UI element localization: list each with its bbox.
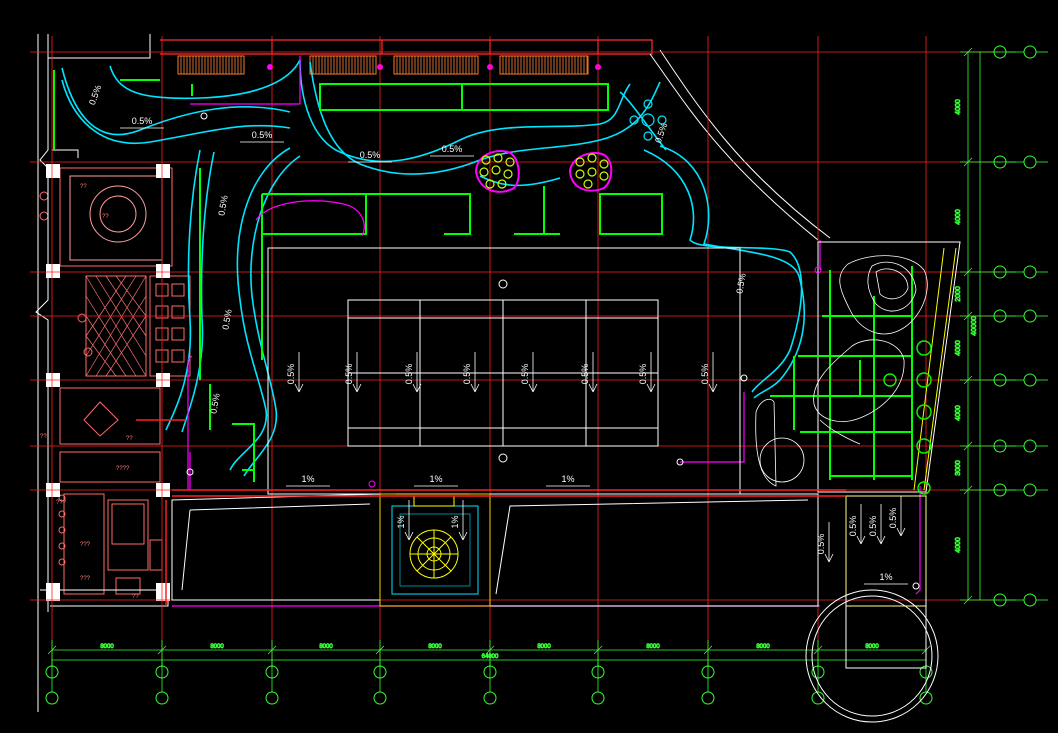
slope-label: 1%: [561, 474, 574, 484]
dimension-bottom-label: 8000: [865, 644, 879, 650]
dimension-right-label: 3000: [955, 460, 962, 476]
dimension-bottom-label: 8000: [537, 644, 551, 650]
axis-bubbles: [45, 45, 1048, 705]
dimension-bottom-label: 8000: [210, 644, 224, 650]
dimension-bottom-label: 8000: [100, 644, 114, 650]
pergola-slats: [180, 56, 588, 74]
slope-label: 0.5%: [344, 364, 354, 385]
shrub-circles: [883, 340, 932, 495]
garden-boulders: [755, 255, 928, 487]
slope-label: 0.5%: [360, 150, 381, 160]
slope-label: 0.5%: [220, 309, 233, 331]
room-mark: ???: [80, 542, 91, 548]
dimension-right-label: 4000: [955, 340, 962, 356]
slope-label: 0.5%: [868, 516, 878, 537]
axis-bubble: [373, 691, 387, 705]
table-set: [629, 99, 667, 141]
room-mark: ??: [40, 434, 47, 440]
axis-bubble: [591, 691, 605, 705]
dimension-bottom-total: 64000: [482, 654, 499, 660]
slope-label: 0.5%: [208, 393, 221, 415]
dimension-bottom-label: 8000: [428, 644, 442, 650]
slope-label: 0.5%: [462, 364, 472, 385]
dimension-right-total: 40000: [971, 316, 978, 336]
slope-arrow-head: [404, 531, 414, 541]
dimension-bottom-label: 8000: [646, 644, 660, 650]
slope-arrow-head: [458, 531, 468, 541]
room-mark: ??: [102, 214, 109, 220]
slope-arrow-head: [294, 383, 304, 393]
axis-bubble: [701, 691, 715, 705]
dimension-right-label: 4000: [955, 209, 962, 225]
slope-label: 0.5%: [286, 364, 296, 385]
slope-arrow-head: [588, 383, 598, 393]
fountain-court: [379, 493, 491, 607]
slope-label: 1%: [429, 474, 442, 484]
axis-bubble: [483, 691, 497, 705]
flower-cluster-left: [474, 150, 520, 193]
axis-bubble: [811, 691, 825, 705]
curved-boundary: [649, 49, 831, 241]
room-mark: ??: [132, 594, 139, 600]
slope-label: 0.5%: [442, 144, 463, 154]
room-mark: ???: [56, 500, 67, 506]
flower-cluster-right: [568, 152, 613, 192]
slope-label: 1%: [301, 474, 314, 484]
axis-bubble: [45, 691, 59, 705]
slope-arrow-head: [856, 535, 866, 545]
room-mark: ??: [126, 436, 133, 442]
dimension-chain-bottom: 8000 8000 8000 8000 8000 8000 8000 8000 64000: [47, 640, 931, 668]
slope-label: 1%: [450, 515, 460, 528]
dimension-right-label: 4000: [955, 537, 962, 553]
slope-label: 0.5%: [580, 364, 590, 385]
slope-label: 0.5%: [132, 116, 153, 126]
slope-label: 1%: [879, 572, 892, 582]
slope-arrow-head: [470, 383, 480, 393]
dimension-right-label: 2000: [955, 286, 962, 302]
slope-arrow-head: [876, 535, 886, 545]
slope-label: 0.5%: [816, 534, 826, 555]
paving-edges: [53, 70, 663, 482]
dimension-right-label: 4000: [955, 405, 962, 421]
room-mark: ????: [116, 466, 130, 472]
dimension-bottom-label: 8000: [319, 644, 333, 650]
slope-label: 0.5%: [252, 130, 273, 140]
room-marks: ???????????????????????: [40, 184, 139, 600]
slope-label: 1%: [396, 515, 406, 528]
axis-bubble: [155, 691, 169, 705]
slope-label: 0.5%: [216, 195, 229, 217]
slope-arrow-head: [646, 383, 656, 393]
slope-arrow-head: [896, 527, 906, 537]
slope-label: 0.5%: [520, 364, 530, 385]
room-mark: ??: [80, 184, 87, 190]
axis-bubble: [919, 691, 933, 705]
slope-arrow-head: [352, 383, 362, 393]
red-building-edge: [136, 419, 846, 606]
slope-label: 0.5%: [638, 364, 648, 385]
slope-arrow-head: [824, 553, 834, 563]
dimension-bottom-label: 8000: [756, 644, 770, 650]
slope-label: 0.5%: [734, 273, 747, 295]
round-pavilion: [805, 589, 939, 723]
dimension-right-label: 4000: [955, 99, 962, 115]
room-mark: ???: [80, 576, 91, 582]
slope-arrow-head: [708, 383, 718, 393]
stepping-grid: [770, 266, 913, 480]
slope-label: 0.5%: [848, 516, 858, 537]
slope-arrow-head: [412, 383, 422, 393]
axis-bubble: [265, 691, 279, 705]
slope-label: 0.5%: [700, 364, 710, 385]
slope-arrow-head: [528, 383, 538, 393]
slope-label: 0.5%: [888, 508, 898, 529]
drain-points: [186, 112, 920, 590]
slope-label: 0.5%: [404, 364, 414, 385]
